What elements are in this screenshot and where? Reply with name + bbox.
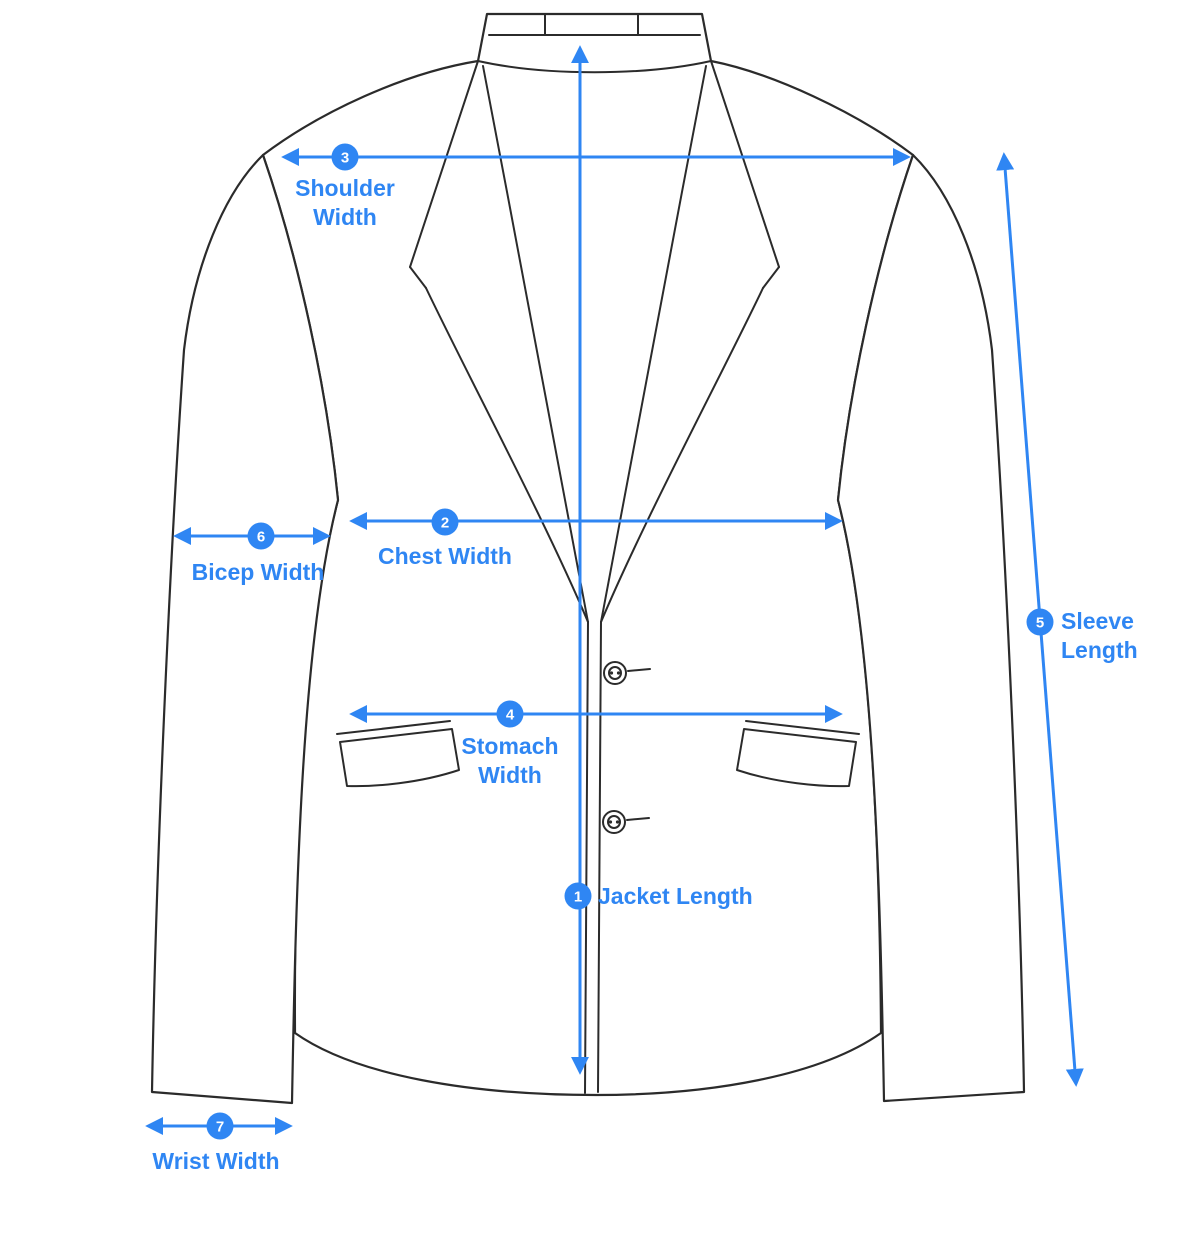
bicep-width-badge	[247, 522, 275, 550]
chest-width-badge	[431, 508, 459, 536]
left-sleeve	[150, 153, 340, 1105]
jacket-length-annotation: 1 Jacket Length	[564, 45, 753, 1075]
right-sleeve	[836, 153, 1026, 1103]
bicep-width-label: Bicep Width	[192, 559, 325, 585]
collar-band	[477, 13, 712, 74]
chest-width-annotation: 2 Chest Width	[349, 508, 843, 569]
right-roll-line	[600, 65, 707, 623]
shoulder-width-label-line1: Shoulder	[295, 175, 395, 201]
jacket-length-label: Jacket Length	[598, 883, 753, 909]
sleeve-length-annotation: 5 Sleeve Length	[996, 152, 1138, 1087]
shoulder-width-annotation: 3 Shoulder Width	[281, 143, 911, 230]
wrist-width-label: Wrist Width	[152, 1148, 279, 1174]
top-button	[603, 661, 651, 685]
measurement-annotations: 1 Jacket Length 2 Chest Width 3 Shoulder…	[145, 45, 1138, 1174]
right-pocket	[736, 720, 860, 788]
sleeve-length-badge	[1026, 608, 1054, 636]
stomach-width-annotation: 4 Stomach Width	[349, 700, 843, 788]
bicep-width-badge-number: 6	[257, 529, 265, 546]
right-notch	[762, 266, 780, 289]
bottom-button	[602, 810, 650, 834]
sleeve-length-label-line1: Sleeve	[1061, 608, 1134, 634]
sleeve-length-label-line2: Length	[1061, 637, 1138, 663]
shoulder-width-badge-number: 3	[341, 150, 349, 167]
left-notch	[409, 266, 427, 289]
sleeve-length-badge-number: 5	[1036, 615, 1044, 632]
stomach-width-badge	[496, 700, 524, 728]
chest-width-badge-number: 2	[441, 515, 449, 532]
stomach-width-label-line1: Stomach	[461, 733, 558, 759]
stomach-width-badge-number: 4	[506, 707, 515, 724]
right-lapel-edge	[600, 287, 764, 623]
shoulder-width-badge	[331, 143, 359, 171]
wrist-width-badge	[206, 1112, 234, 1140]
wrist-width-annotation: 7 Wrist Width	[145, 1112, 293, 1174]
stomach-width-label-line2: Width	[478, 762, 542, 788]
jacket-length-badge	[564, 882, 592, 910]
wrist-width-badge-number: 7	[216, 1119, 224, 1136]
shoulder-width-label-line2: Width	[313, 204, 377, 230]
chest-width-label: Chest Width	[378, 543, 512, 569]
bicep-width-annotation: 6 Bicep Width	[173, 522, 331, 585]
left-pocket	[336, 720, 460, 788]
left-lapel-edge	[425, 287, 589, 623]
jacket-length-badge-number: 1	[574, 889, 582, 906]
